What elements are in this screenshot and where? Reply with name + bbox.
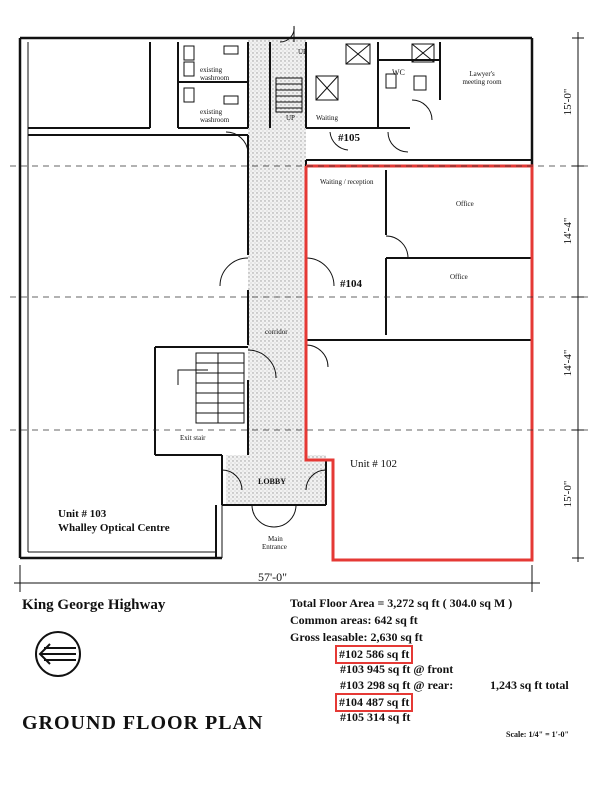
dimension-label: 14'-4"	[562, 349, 574, 377]
gross-leasable: Gross leasable: 2,630 sq ft	[290, 630, 423, 644]
corridor-area	[248, 40, 306, 460]
waiting-label: Waiting	[316, 114, 338, 122]
highlight-outline	[304, 164, 534, 562]
dimension-lines	[10, 165, 590, 431]
wc-label: WC	[392, 68, 405, 77]
office-label-2: Office	[450, 273, 468, 281]
exterior-walls	[18, 36, 534, 560]
corridor-label: corridor	[265, 328, 288, 336]
page-title: GROUND FLOOR PLAN	[22, 712, 264, 734]
unit-103-total-area: 1,243 sq ft total	[490, 678, 569, 692]
unit-103-label: Unit # 103	[58, 508, 107, 520]
main-entrance-label-1: Main	[268, 535, 283, 543]
width-dimension-label: 57'-0"	[258, 570, 288, 584]
washroom-label-1: existing washroom	[200, 66, 230, 82]
office-label-1: Office	[456, 200, 474, 208]
doors	[219, 25, 433, 528]
common-areas: Common areas: 642 sq ft	[290, 613, 418, 627]
total-floor-area: Total Floor Area = 3,272 sq ft ( 304.0 s…	[290, 596, 513, 610]
waiting-reception-label: Waiting / reception	[320, 178, 374, 186]
lawyers-room-label: Lawyer's meeting room	[462, 70, 502, 86]
stairs	[177, 77, 303, 424]
dimension-label: 15'-0"	[562, 480, 574, 508]
unit-105-label: #105	[338, 132, 360, 144]
dimension-label: 14'-4"	[562, 217, 574, 245]
unit-102-label: Unit # 102	[350, 458, 398, 470]
exit-stair-label: Exit stair	[180, 434, 206, 442]
scale-label: Scale: 1/4" = 1'-0"	[506, 730, 569, 739]
fixtures	[183, 43, 435, 105]
unit-102-area: #102 586 sq ft	[335, 645, 414, 664]
lobby-label: LOBBY	[258, 477, 287, 486]
main-entrance-label-2: Entrance	[262, 543, 287, 551]
unit-103-tenant-label: Whalley Optical Centre	[58, 522, 170, 534]
dimension-label: 15'-0"	[562, 88, 574, 116]
washroom-label-2: existing washroom	[200, 108, 230, 124]
up-label-2: UP	[286, 114, 295, 122]
street-label: King George Highway	[22, 597, 166, 613]
unit-104-label: #104	[340, 278, 362, 290]
north-arrow-icon	[35, 631, 81, 677]
unit-103-front-area: #103 945 sq ft @ front	[340, 662, 454, 676]
up-label-1: UP	[298, 48, 307, 56]
unit-104-area: #104 487 sq ft	[335, 693, 414, 712]
unit-105-area: #105 314 sq ft	[340, 710, 411, 724]
unit-103-rear-area: #103 298 sq ft @ rear:	[340, 678, 454, 692]
